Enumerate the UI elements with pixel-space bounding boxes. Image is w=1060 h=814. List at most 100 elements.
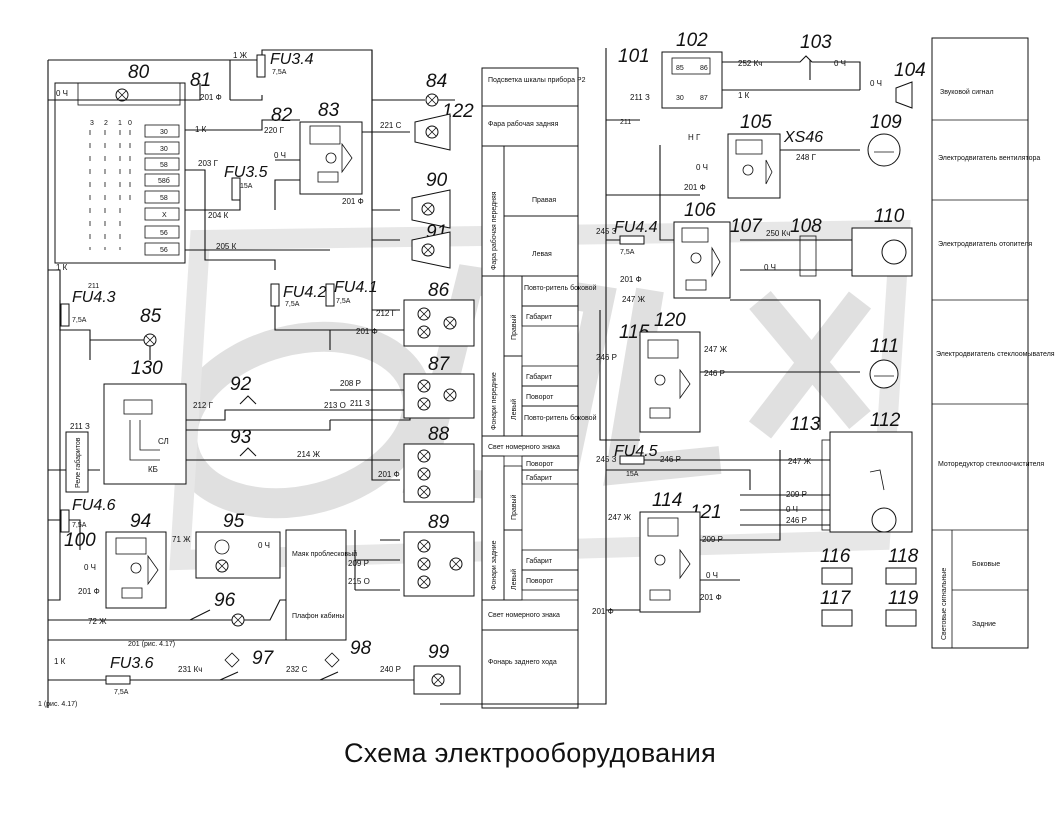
label-87: 87 xyxy=(428,354,451,375)
label-109: 109 xyxy=(870,112,902,133)
label-94: 94 xyxy=(130,511,151,532)
wire-0ch-a: 0 Ч xyxy=(56,89,68,98)
relay-105: 105 Н Г 0 Ч 201 Ф XS46 248 Г xyxy=(684,112,823,199)
panel-work-front: Фара рабочая передняя xyxy=(490,191,498,270)
lamp-99: 99 xyxy=(413,642,461,695)
terminal-30a: 30 xyxy=(160,129,168,136)
wire-201f-d: 201 Ф xyxy=(378,470,400,479)
switch-98: 98 xyxy=(319,638,372,681)
label-84: 84 xyxy=(426,71,447,92)
label-80: 80 xyxy=(128,62,150,83)
label-119: 119 xyxy=(888,588,919,609)
wire-245z-b: 246 Р xyxy=(660,455,681,464)
wire-214zh-a: 212 Г xyxy=(376,309,397,318)
wire-246p-a: 209 Р xyxy=(786,490,807,499)
wire-245z-a: 246 Р xyxy=(596,353,617,362)
fuse-fu45-id: FU4.5 xyxy=(614,443,658,460)
terminal-58b: 58б xyxy=(158,177,170,185)
connector-107-108: 107 108 250 Кч 0 Ч xyxy=(730,216,860,277)
fuse-fu42: FU4.2 7,5A xyxy=(270,283,327,308)
wire-248g-a: 247 Ж xyxy=(622,295,646,304)
wire-0ch-c: 0 Ч xyxy=(84,563,96,572)
wire-231kch: 252 Кч xyxy=(738,59,762,68)
panel-reverse: Фонарь заднего хода xyxy=(488,659,557,666)
wiper-motor-112-113: 113 112 247 Ж 209 Р 0 Ч 246 Р xyxy=(786,410,913,533)
switch-col-3: 3 xyxy=(90,120,94,127)
relay-94: 100 94 71 Ж 0 Ч 201 Ф 72 Ж xyxy=(64,511,191,626)
panel-left-b: Левый xyxy=(510,399,518,420)
electrical-schematic: 3 2 1 0 30 30 58 58б 58 Х 56 56 xyxy=(38,30,1055,709)
wire-221c: 221 С xyxy=(380,121,402,130)
beacon-95: 95 0 Ч xyxy=(195,511,281,579)
panel-plate-a: Свет номерного знака xyxy=(488,444,560,451)
wire-0ch-j: 0 Ч xyxy=(706,571,718,580)
wire-205k: 205 К xyxy=(216,242,237,251)
label-116: 116 xyxy=(820,546,851,567)
xs46-label: XS46 xyxy=(783,129,823,146)
panel-left-a: Левая xyxy=(532,251,552,258)
label-side: Боковые xyxy=(972,561,1000,568)
rele-gabaritov-box xyxy=(65,431,89,493)
panel-turn-side-a: Повто-ритель боковой xyxy=(524,284,597,292)
wire-ng: 250 Кч xyxy=(766,229,790,238)
panel-plate-b: Свет номерного знака xyxy=(488,612,560,619)
panel-turn-b: Поворот xyxy=(526,461,554,468)
switch-terminals xyxy=(144,124,180,256)
wire-204k: 204 К xyxy=(208,211,229,220)
label-fan: Электродвигатель вентилятора xyxy=(938,155,1040,162)
label-96: 96 xyxy=(214,590,236,611)
wire-213o-a: 213 О xyxy=(324,401,346,410)
panel-work-label: Фара рабочая задняя xyxy=(488,120,559,128)
relay-106: 106 xyxy=(673,200,731,299)
fuse-fu36-id: FU3.6 xyxy=(110,655,154,672)
label-105: 105 xyxy=(740,112,772,133)
relay-114-121: 114 121 247 Ж 209 Р 0 Ч 201 Ф 201 Ф xyxy=(592,490,723,616)
horn-103-104: 103 104 0 Ч 0 Ч xyxy=(800,32,926,109)
lamp-group-87: 87 208 Р 211 З xyxy=(340,354,475,419)
wire-1k-b: 1 К xyxy=(56,263,68,272)
wire-201f-f: 201 Ф xyxy=(684,183,706,192)
wire-248g-c: 247 Ж xyxy=(788,457,812,466)
label-102: 102 xyxy=(676,30,708,51)
switch-col-1: 1 xyxy=(118,120,122,127)
wire-201f-g: 201 Ф xyxy=(620,275,642,284)
label-110: 110 xyxy=(874,206,905,227)
wire-72zh: 240 Р xyxy=(380,665,401,674)
wire-214zh-b: 214 Ж xyxy=(297,450,321,459)
label-111: 111 xyxy=(870,336,899,357)
terminal-56b: 56 xyxy=(160,247,168,254)
label-wiper: Моторедуктор стеклоочистителя xyxy=(938,461,1044,468)
terminal-30b: 30 xyxy=(160,146,168,153)
relay-83: 82 83 220 Г 0 Ч 201 Ф xyxy=(264,100,364,206)
label-113: 113 xyxy=(790,414,821,435)
label-103: 103 xyxy=(800,32,832,53)
wire-203g: 203 Г xyxy=(198,159,219,168)
label-86: 86 xyxy=(428,280,450,301)
wire-213o-b: 211 З xyxy=(350,399,370,408)
relay-115-120: 247 Ж 115 120 246 Р 247 Ж 246 Р xyxy=(596,295,728,433)
svg-text:87: 87 xyxy=(700,95,708,102)
wire-215o: 215 О xyxy=(348,577,370,586)
fuse-fu44: FU4.4 7,5A 245 З 201 Ф xyxy=(596,219,658,284)
panel-turn-a: Поворот xyxy=(526,394,554,401)
washer-motor-111: 111 xyxy=(869,336,899,389)
wire-235p: 72 Ж xyxy=(88,617,107,626)
ref-201: 201 (рис. 4.17) xyxy=(128,641,175,648)
heater-motor-110: 110 xyxy=(851,206,913,277)
panel-top-label: Подсветка шкалы прибора Р2 xyxy=(488,76,586,84)
mayak-label: Маяк проблесковый xyxy=(292,550,357,558)
label-97: 97 xyxy=(252,648,275,669)
fuse-fu36: FU3.6 7,5A 1 К 1 (рис. 4.17) 231 Кч 232 … xyxy=(38,655,401,708)
wire-201f-c: 201 Ф xyxy=(356,327,378,336)
lamp-90: 90 xyxy=(411,170,451,229)
switch-93: 93 214 Ж xyxy=(230,427,321,459)
light-switch-block: 3 2 1 0 30 30 58 58б 58 Х 56 56 xyxy=(54,82,186,264)
wire-236zh: 71 Ж xyxy=(172,535,191,544)
panel-left-c: Левый xyxy=(510,569,518,590)
diagram-caption: Схема электрооборудования xyxy=(343,738,716,768)
label-heater: Электродвигатель отопителя xyxy=(938,241,1032,248)
label-washer: Электродвигатель стеклоомывателя xyxy=(936,351,1055,358)
label-108: 108 xyxy=(790,216,822,237)
label-90: 90 xyxy=(426,170,448,191)
label-83: 83 xyxy=(318,100,340,121)
